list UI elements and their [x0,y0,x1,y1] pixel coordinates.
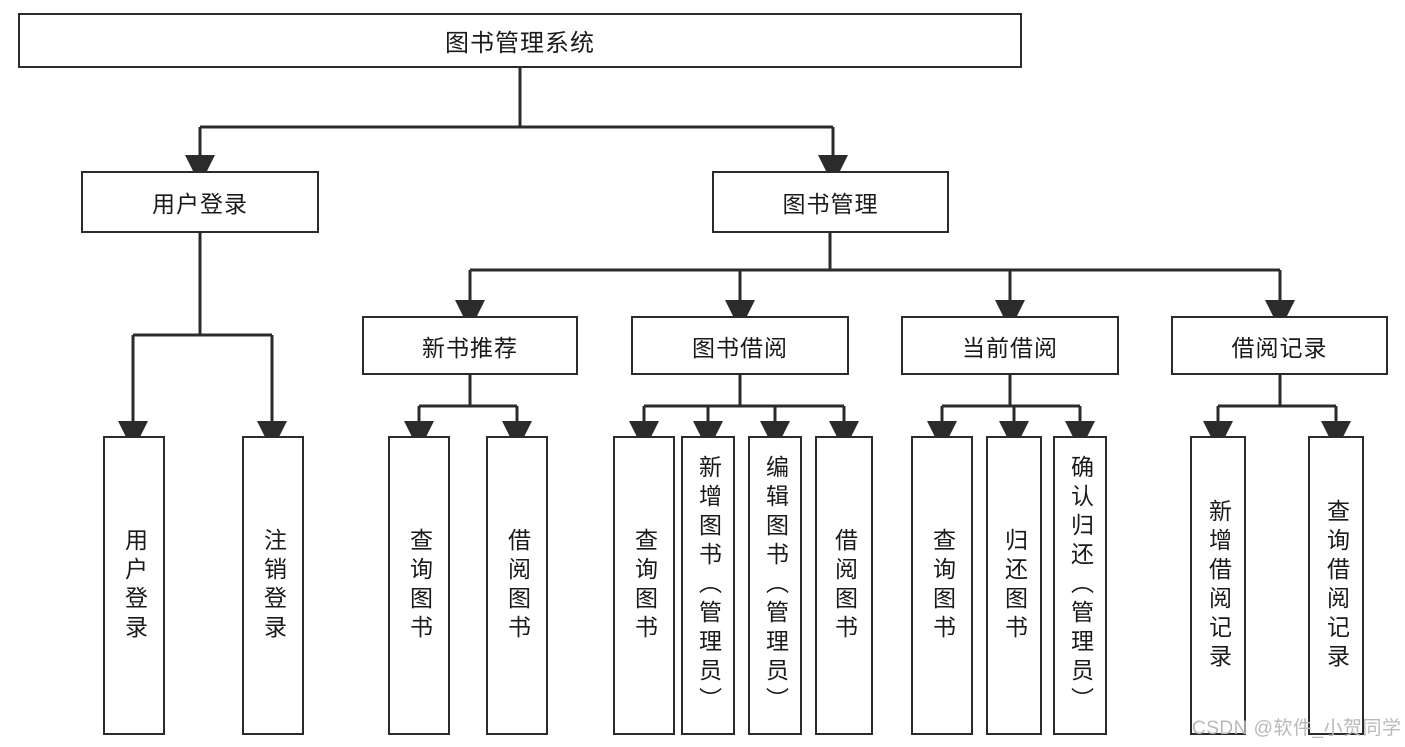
node-borrow-records[interactable]: 借阅记录 [1171,316,1388,375]
node-borrow-records-label: 借阅记录 [1231,334,1328,361]
leaf-add-book-admin[interactable]: 新增图书（管理员） [681,436,735,735]
leaf-borrow-books[interactable]: 借阅图书 [815,436,873,735]
leaf-borrow-books-recommend-label: 借阅图书 [504,527,531,644]
leaf-edit-book-admin-label: 编辑图书（管理员） [762,455,789,716]
node-root-system[interactable]: 图书管理系统 [18,13,1022,68]
leaf-edit-book-admin[interactable]: 编辑图书（管理员） [748,436,802,735]
leaf-borrow-books-recommend[interactable]: 借阅图书 [486,436,548,735]
node-book-borrow-label: 图书借阅 [692,334,788,361]
leaf-confirm-return-admin[interactable]: 确认归还（管理员） [1053,436,1107,735]
leaf-return-books[interactable]: 归还图书 [986,436,1042,735]
csdn-watermark: CSDN @软件_小贺同学 [1192,718,1402,739]
leaf-query-books-current[interactable]: 查询图书 [911,436,973,735]
leaf-query-borrow-record-label: 查询借阅记录 [1323,498,1350,673]
leaf-logout[interactable]: 注销登录 [242,436,304,735]
leaf-query-books-recommend-label: 查询图书 [406,527,433,644]
node-root-label: 图书管理系统 [445,30,595,57]
leaf-query-books-borrow[interactable]: 查询图书 [613,436,675,735]
leaf-return-books-label: 归还图书 [1001,527,1028,644]
leaf-user-login[interactable]: 用户登录 [103,436,165,735]
node-user-login-label: 用户登录 [152,191,248,217]
leaf-add-borrow-record[interactable]: 新增借阅记录 [1190,436,1246,735]
node-book-management[interactable]: 图书管理 [712,171,949,233]
leaf-add-borrow-record-label: 新增借阅记录 [1205,498,1232,673]
leaf-query-books-current-label: 查询图书 [929,527,956,644]
leaf-query-borrow-record[interactable]: 查询借阅记录 [1308,436,1364,735]
leaf-confirm-return-admin-label: 确认归还（管理员） [1067,455,1094,716]
leaf-logout-label: 注销登录 [260,527,287,644]
node-user-login[interactable]: 用户登录 [81,171,319,233]
leaf-add-book-admin-label: 新增图书（管理员） [695,455,722,716]
node-book-management-label: 图书管理 [782,191,879,217]
node-new-book-recommend-label: 新书推荐 [422,334,518,361]
node-book-borrow[interactable]: 图书借阅 [631,316,849,375]
node-current-borrow[interactable]: 当前借阅 [901,316,1119,375]
leaf-borrow-books-label: 借阅图书 [831,527,858,644]
leaf-user-login-label: 用户登录 [121,527,148,644]
leaf-query-books-borrow-label: 查询图书 [631,527,658,644]
leaf-query-books-recommend[interactable]: 查询图书 [388,436,450,735]
node-new-book-recommend[interactable]: 新书推荐 [362,316,578,375]
node-current-borrow-label: 当前借阅 [962,334,1058,361]
